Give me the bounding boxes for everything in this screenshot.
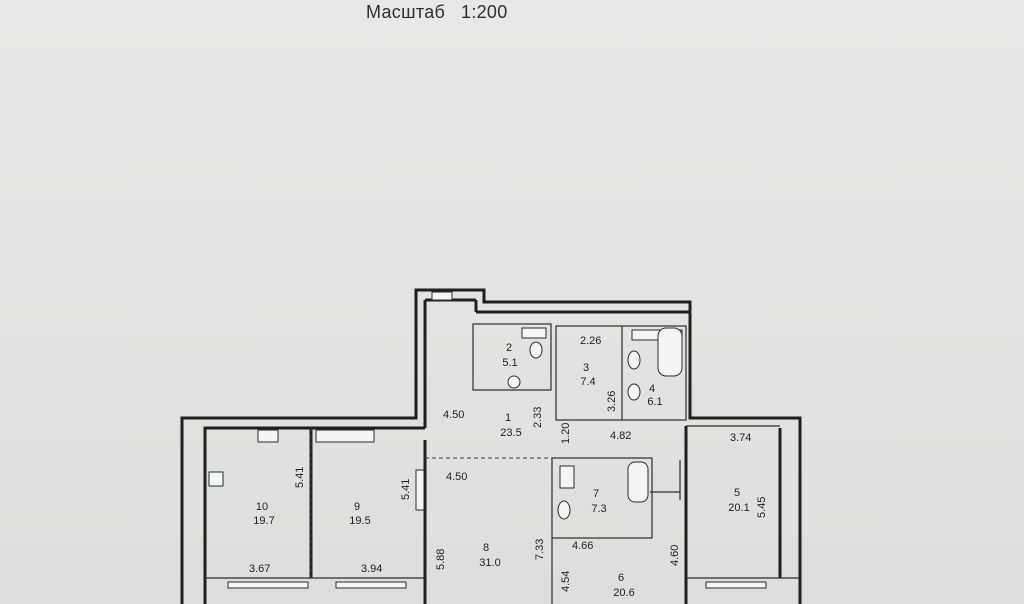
- room-8-number: 8: [483, 542, 489, 554]
- window-icon: [431, 291, 453, 301]
- room-4-area: 6.1: [647, 396, 662, 408]
- radiator-icon: [315, 429, 375, 443]
- rooms-3-4-walls: [555, 325, 687, 421]
- room-3-area: 7.4: [580, 376, 595, 388]
- dim-3-26: 3.26: [606, 391, 618, 412]
- sink-icon: [559, 465, 575, 489]
- room-8-area: 31.0: [479, 557, 500, 569]
- room-4-number: 4: [649, 383, 655, 395]
- room-5-number: 5: [734, 487, 740, 499]
- bathtub-icon: [657, 327, 683, 377]
- room-7-number: 7: [593, 488, 599, 500]
- room-9-number: 9: [354, 501, 360, 513]
- scale-label: Масштаб 1:200: [366, 2, 508, 22]
- stove-icon: [257, 429, 279, 443]
- dim-4-82: 4.82: [610, 430, 631, 442]
- dim-5-41-left: 5.41: [294, 467, 306, 488]
- room-3-number: 3: [583, 362, 589, 374]
- dim-4-50-top: 4.50: [443, 409, 464, 421]
- dim-3-74: 3.74: [730, 432, 751, 444]
- room-9-area: 19.5: [349, 515, 370, 527]
- room-7-walls: [551, 457, 653, 539]
- window-icon: [335, 581, 407, 589]
- room-2-area: 5.1: [502, 357, 517, 369]
- dim-4-60: 4.60: [669, 545, 681, 566]
- dim-5-45: 5.45: [756, 497, 768, 518]
- dim-2-26: 2.26: [580, 335, 601, 347]
- door-icon: [415, 469, 425, 511]
- window-icon: [705, 581, 767, 589]
- stove-icon: [208, 471, 224, 487]
- dim-2-33: 2.33: [532, 407, 544, 428]
- dim-7-33: 7.33: [534, 539, 546, 560]
- dim-3-67: 3.67: [249, 563, 270, 575]
- dim-4-50-mid: 4.50: [446, 471, 467, 483]
- fixtures: [208, 291, 767, 589]
- window-icon: [227, 581, 309, 589]
- bathtub-icon: [627, 461, 649, 503]
- room-10-area: 19.7: [253, 515, 274, 527]
- dim-4-66: 4.66: [572, 540, 593, 552]
- outer-walls: [180, 288, 802, 604]
- sink-icon: [521, 327, 547, 339]
- dimension-labels: 2.26 4.50 2.33 3.26 1.20 4.82 3.74 5.41 …: [249, 335, 768, 592]
- room-2-walls: [472, 323, 552, 391]
- toilet-icon: [627, 350, 641, 370]
- interior-walls: [205, 323, 800, 604]
- dim-3-94: 3.94: [361, 563, 382, 575]
- dim-4-54: 4.54: [560, 571, 572, 592]
- toilet-icon: [529, 341, 543, 359]
- toilet-icon: [557, 500, 571, 520]
- shower-icon: [507, 375, 521, 389]
- room-10-number: 10: [256, 501, 268, 513]
- room-labels: 1 23.5 2 5.1 3 7.4 4 6.1 5 20.1 6 20.6 7…: [253, 342, 749, 599]
- room-1-number: 1: [505, 412, 511, 424]
- dim-1-20: 1.20: [560, 423, 572, 444]
- room-2-number: 2: [506, 342, 512, 354]
- dim-5-41-mid: 5.41: [400, 479, 412, 500]
- room-6-area: 20.6: [613, 587, 634, 599]
- toilet-icon: [627, 383, 641, 401]
- dim-5-88: 5.88: [435, 549, 447, 570]
- room-5-area: 20.1: [728, 502, 749, 514]
- room-1-area: 23.5: [500, 427, 521, 439]
- room-7-area: 7.3: [591, 503, 606, 515]
- room-6-number: 6: [618, 572, 624, 584]
